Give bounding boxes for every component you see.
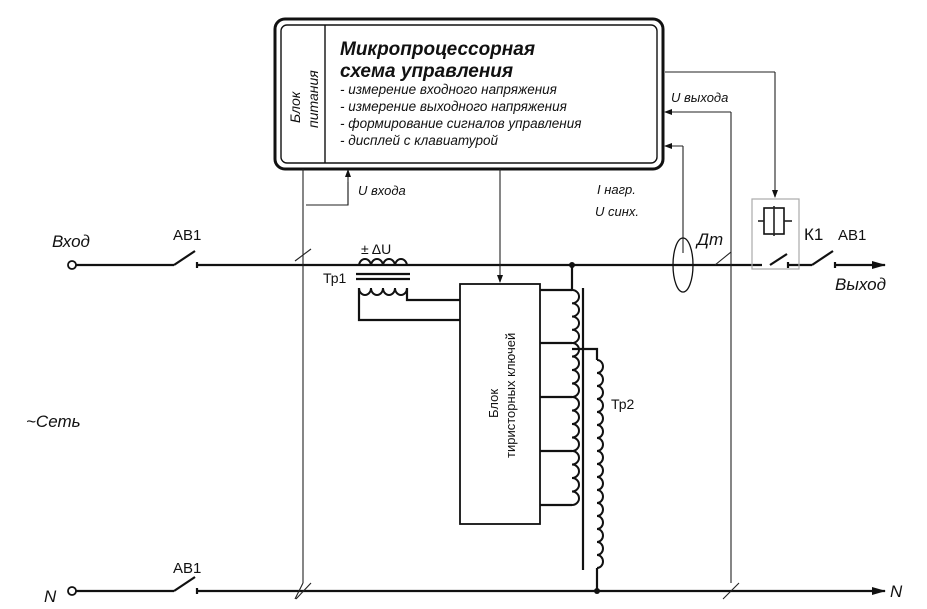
mcu-title-2: схема управления [340,61,513,82]
mcu-block: Блок питания Микропроцессорная схема упр… [273,17,665,171]
thyristor-label-1: Блок [486,389,501,418]
feedback-wiring [664,71,778,600]
neutral-label-right: N [890,582,903,601]
thyristor-label-2: тиристорных ключей [503,333,518,458]
power-supply-wiring [294,169,503,600]
u-sync-label: U синх. [595,204,639,219]
mcu-item-1: - измерение входного напряжения [340,82,557,97]
delta-u-label: ± ΔU [361,241,391,257]
power-supply-label-2: питания [305,70,321,128]
neutral-line [67,576,886,596]
u-input-label: U входа [358,183,406,198]
neutral-label-left: N [44,587,57,606]
output-label: Выход [835,275,886,294]
mcu-title-1: Микропроцессорная [340,39,535,60]
relay-k1 [751,198,800,270]
tap-wiring [540,262,604,594]
power-supply-label-1: Блок [287,90,303,123]
current-sensor-label: Дт [695,230,723,249]
mcu-item-2: - измерение выходного напряжения [340,99,567,114]
mcu-item-4: - дисплей с клавиатурой [340,133,499,148]
breaker-label-output: АВ1 [838,227,866,244]
breaker-label-input: АВ1 [173,227,201,244]
relay-label: К1 [804,225,823,244]
mains-label: ~Сеть [26,412,81,431]
current-sensor [672,237,694,293]
tr2-label: Тр2 [611,396,635,412]
phase-line [67,250,886,270]
thyristor-block: Блок тиристорных ключей [459,283,541,525]
mcu-item-3: - формирование сигналов управления [340,116,581,131]
tr1-label: Тр1 [323,270,347,286]
input-label: Вход [52,232,90,251]
u-output-label: U выхода [671,90,728,105]
breaker-label-neutral: АВ1 [173,560,201,577]
i-load-label: I нагр. [597,182,636,197]
transformer-tr1 [356,258,460,322]
